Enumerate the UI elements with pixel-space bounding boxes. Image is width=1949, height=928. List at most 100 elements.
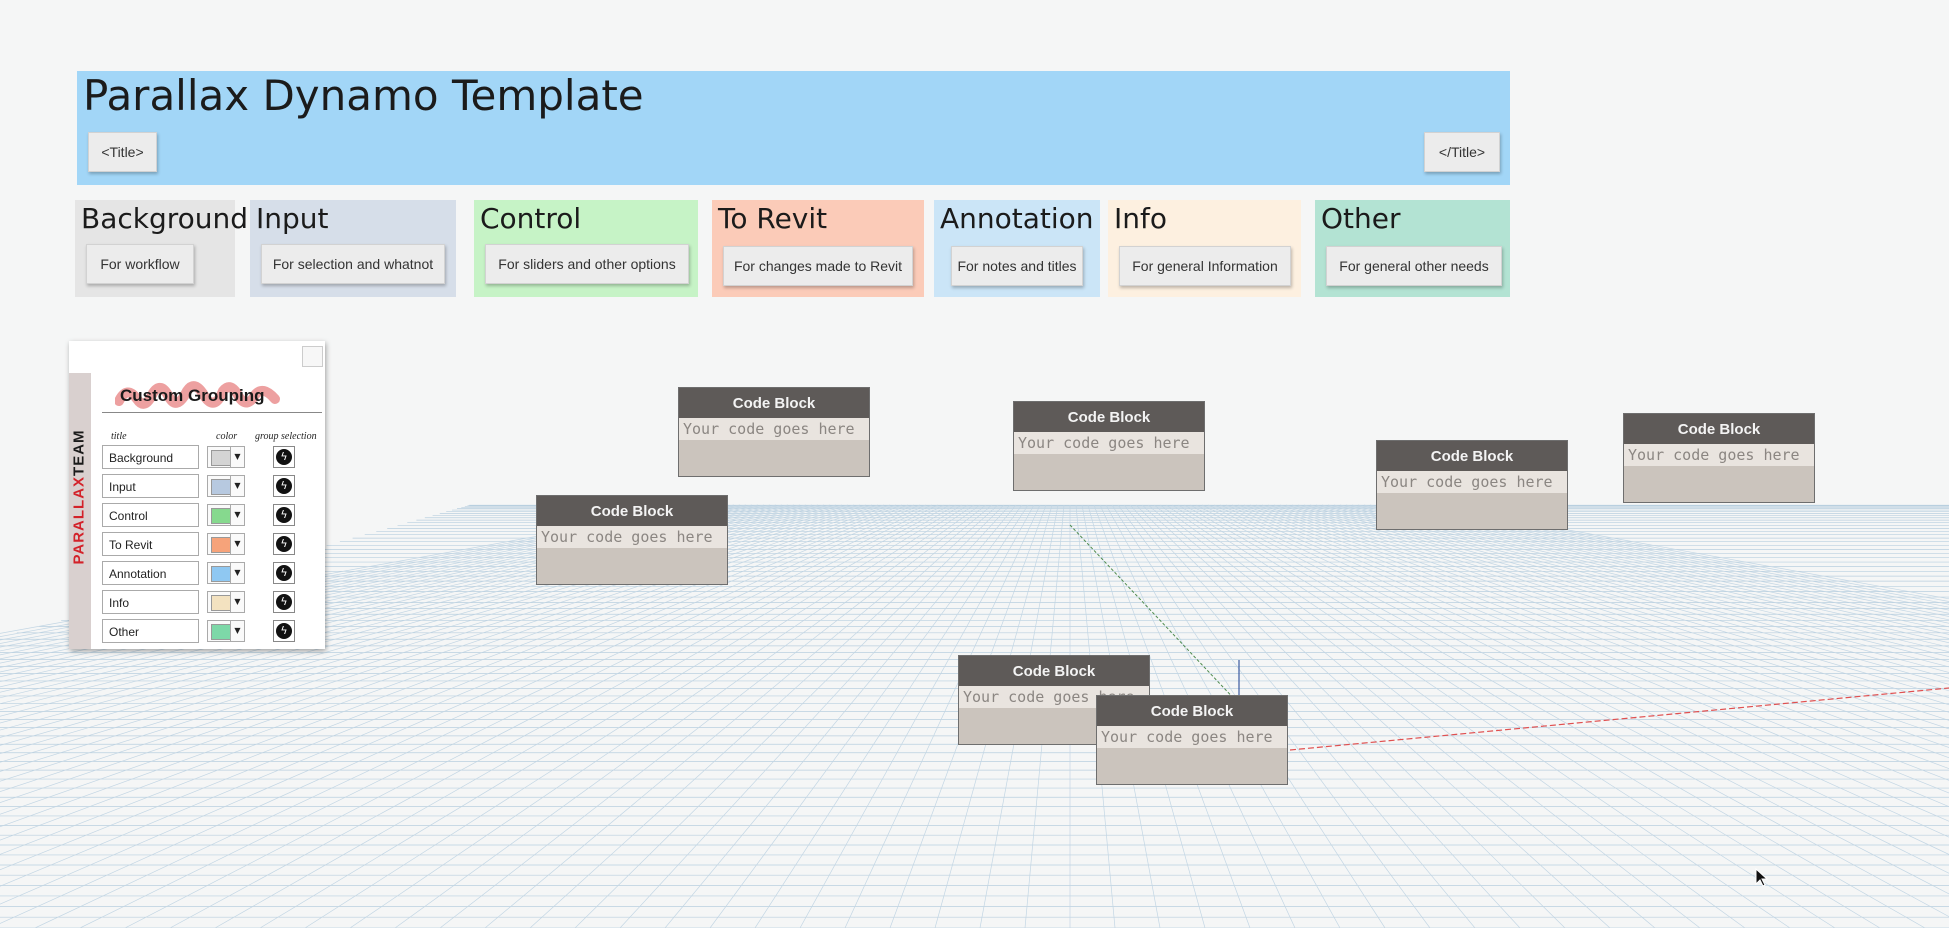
- group-selection-button[interactable]: ϟ: [273, 533, 295, 555]
- code-block-header[interactable]: Code Block: [537, 496, 727, 526]
- color-picker[interactable]: ▼: [207, 591, 245, 613]
- color-swatch: [211, 595, 231, 611]
- chevron-down-icon[interactable]: ▼: [230, 563, 244, 583]
- group-title-input[interactable]: Annotation: [102, 561, 199, 585]
- code-block-header[interactable]: Code Block: [1097, 696, 1287, 726]
- code-block-header[interactable]: Code Block: [1014, 402, 1204, 432]
- lightning-icon: ϟ: [276, 536, 292, 552]
- title-group[interactable]: Parallax Dynamo Template <Title> </Title…: [77, 71, 1510, 185]
- col-header-title: title: [111, 431, 127, 442]
- group-selection-button[interactable]: ϟ: [273, 504, 295, 526]
- group-note[interactable]: For workflow: [86, 244, 194, 284]
- group-note[interactable]: For general other needs: [1326, 246, 1502, 286]
- close-icon[interactable]: [302, 346, 323, 367]
- group-title: To Revit: [718, 202, 828, 235]
- group-title-input[interactable]: To Revit: [102, 532, 199, 556]
- group-input[interactable]: Input For selection and whatnot: [250, 200, 456, 297]
- group-selection-button[interactable]: ϟ: [273, 562, 295, 584]
- color-swatch: [211, 566, 231, 582]
- lightning-icon: ϟ: [276, 507, 292, 523]
- color-swatch: [211, 508, 231, 524]
- group-selection-button[interactable]: ϟ: [273, 446, 295, 468]
- color-swatch: [211, 479, 231, 495]
- group-annotation[interactable]: Annotation For notes and titles: [934, 200, 1100, 297]
- chevron-down-icon[interactable]: ▼: [230, 476, 244, 496]
- code-block-input[interactable]: Your code goes here: [1014, 432, 1204, 454]
- color-picker[interactable]: ▼: [207, 562, 245, 584]
- grouping-row: Annotation ▼ ϟ: [102, 561, 322, 587]
- color-picker[interactable]: ▼: [207, 504, 245, 526]
- code-block-header[interactable]: Code Block: [1377, 441, 1567, 471]
- code-block-input[interactable]: Your code goes here: [1377, 471, 1567, 493]
- mouse-cursor-icon: [1755, 868, 1769, 887]
- group-title: Info: [1114, 202, 1167, 235]
- chevron-down-icon[interactable]: ▼: [230, 534, 244, 554]
- title-open-note[interactable]: <Title>: [88, 132, 157, 172]
- group-to-revit[interactable]: To Revit For changes made to Revit: [712, 200, 924, 297]
- color-picker[interactable]: ▼: [207, 533, 245, 555]
- group-title-input[interactable]: Other: [102, 619, 199, 643]
- group-background[interactable]: Background For workflow: [75, 200, 248, 297]
- group-note[interactable]: For sliders and other options: [485, 244, 689, 284]
- code-block-node[interactable]: Code Block Your code goes here: [536, 495, 728, 585]
- code-block-input[interactable]: Your code goes here: [959, 686, 1149, 708]
- code-block-header[interactable]: Code Block: [1624, 414, 1814, 444]
- grouping-row: Control ▼ ϟ: [102, 503, 322, 529]
- grouping-row: Info ▼ ϟ: [102, 590, 322, 616]
- chevron-down-icon[interactable]: ▼: [230, 592, 244, 612]
- brand-red: PARALLAX: [70, 475, 88, 565]
- group-info[interactable]: Info For general Information: [1108, 200, 1301, 297]
- code-block-node[interactable]: Code Block Your code goes here: [678, 387, 870, 477]
- code-block-node[interactable]: Code Block Your code goes here: [1376, 440, 1568, 530]
- brush-swash: [115, 381, 280, 409]
- group-note[interactable]: For selection and whatnot: [261, 244, 445, 284]
- group-title-input[interactable]: Input: [102, 474, 199, 498]
- color-picker[interactable]: ▼: [207, 620, 245, 642]
- color-picker[interactable]: ▼: [207, 475, 245, 497]
- group-control[interactable]: Control For sliders and other options: [474, 200, 698, 297]
- group-title-input[interactable]: Info: [102, 590, 199, 614]
- group-note[interactable]: For changes made to Revit: [723, 246, 913, 286]
- group-selection-button[interactable]: ϟ: [273, 475, 295, 497]
- code-block-node[interactable]: Code Block Your code goes here: [958, 655, 1150, 745]
- code-block-input[interactable]: Your code goes here: [679, 418, 869, 440]
- lightning-icon: ϟ: [276, 565, 292, 581]
- group-other[interactable]: Other For general other needs: [1315, 200, 1510, 297]
- code-block-node[interactable]: Code Block Your code goes here: [1013, 401, 1205, 491]
- custom-grouping-panel[interactable]: PARALLAXTEAM Custom Grouping title color…: [69, 341, 325, 649]
- color-swatch: [211, 450, 231, 466]
- chevron-down-icon[interactable]: ▼: [230, 447, 244, 467]
- brand-sidebar: [69, 373, 91, 649]
- code-block-input[interactable]: Your code goes here: [1097, 726, 1287, 748]
- group-title: Control: [480, 202, 582, 235]
- code-block-node[interactable]: Code Block Your code goes here: [1096, 695, 1288, 785]
- color-picker[interactable]: ▼: [207, 446, 245, 468]
- code-block-header[interactable]: Code Block: [679, 388, 869, 418]
- code-block-header[interactable]: Code Block: [959, 656, 1149, 686]
- grouping-row: Other ▼ ϟ: [102, 619, 322, 645]
- panel-title: Custom Grouping: [120, 386, 265, 405]
- page-title: Parallax Dynamo Template: [83, 71, 644, 120]
- col-header-group-selection: group selection: [255, 431, 317, 442]
- grouping-row: Input ▼ ϟ: [102, 474, 322, 500]
- grouping-row: To Revit ▼ ϟ: [102, 532, 322, 558]
- group-selection-button[interactable]: ϟ: [273, 591, 295, 613]
- lightning-icon: ϟ: [276, 594, 292, 610]
- title-close-note[interactable]: </Title>: [1424, 132, 1500, 172]
- group-title-input[interactable]: Control: [102, 503, 199, 527]
- group-title-input[interactable]: Background: [102, 445, 199, 469]
- code-block-input[interactable]: Your code goes here: [537, 526, 727, 548]
- chevron-down-icon[interactable]: ▼: [230, 505, 244, 525]
- code-block-node[interactable]: Code Block Your code goes here: [1623, 413, 1815, 503]
- code-block-input[interactable]: Your code goes here: [1624, 444, 1814, 466]
- group-selection-button[interactable]: ϟ: [273, 620, 295, 642]
- group-note[interactable]: For general Information: [1119, 246, 1291, 286]
- chevron-down-icon[interactable]: ▼: [230, 621, 244, 641]
- group-title: Other: [1321, 202, 1401, 235]
- lightning-icon: ϟ: [276, 449, 292, 465]
- lightning-icon: ϟ: [276, 478, 292, 494]
- group-title: Input: [256, 202, 329, 235]
- col-header-color: color: [216, 431, 238, 442]
- group-note[interactable]: For notes and titles: [951, 246, 1083, 286]
